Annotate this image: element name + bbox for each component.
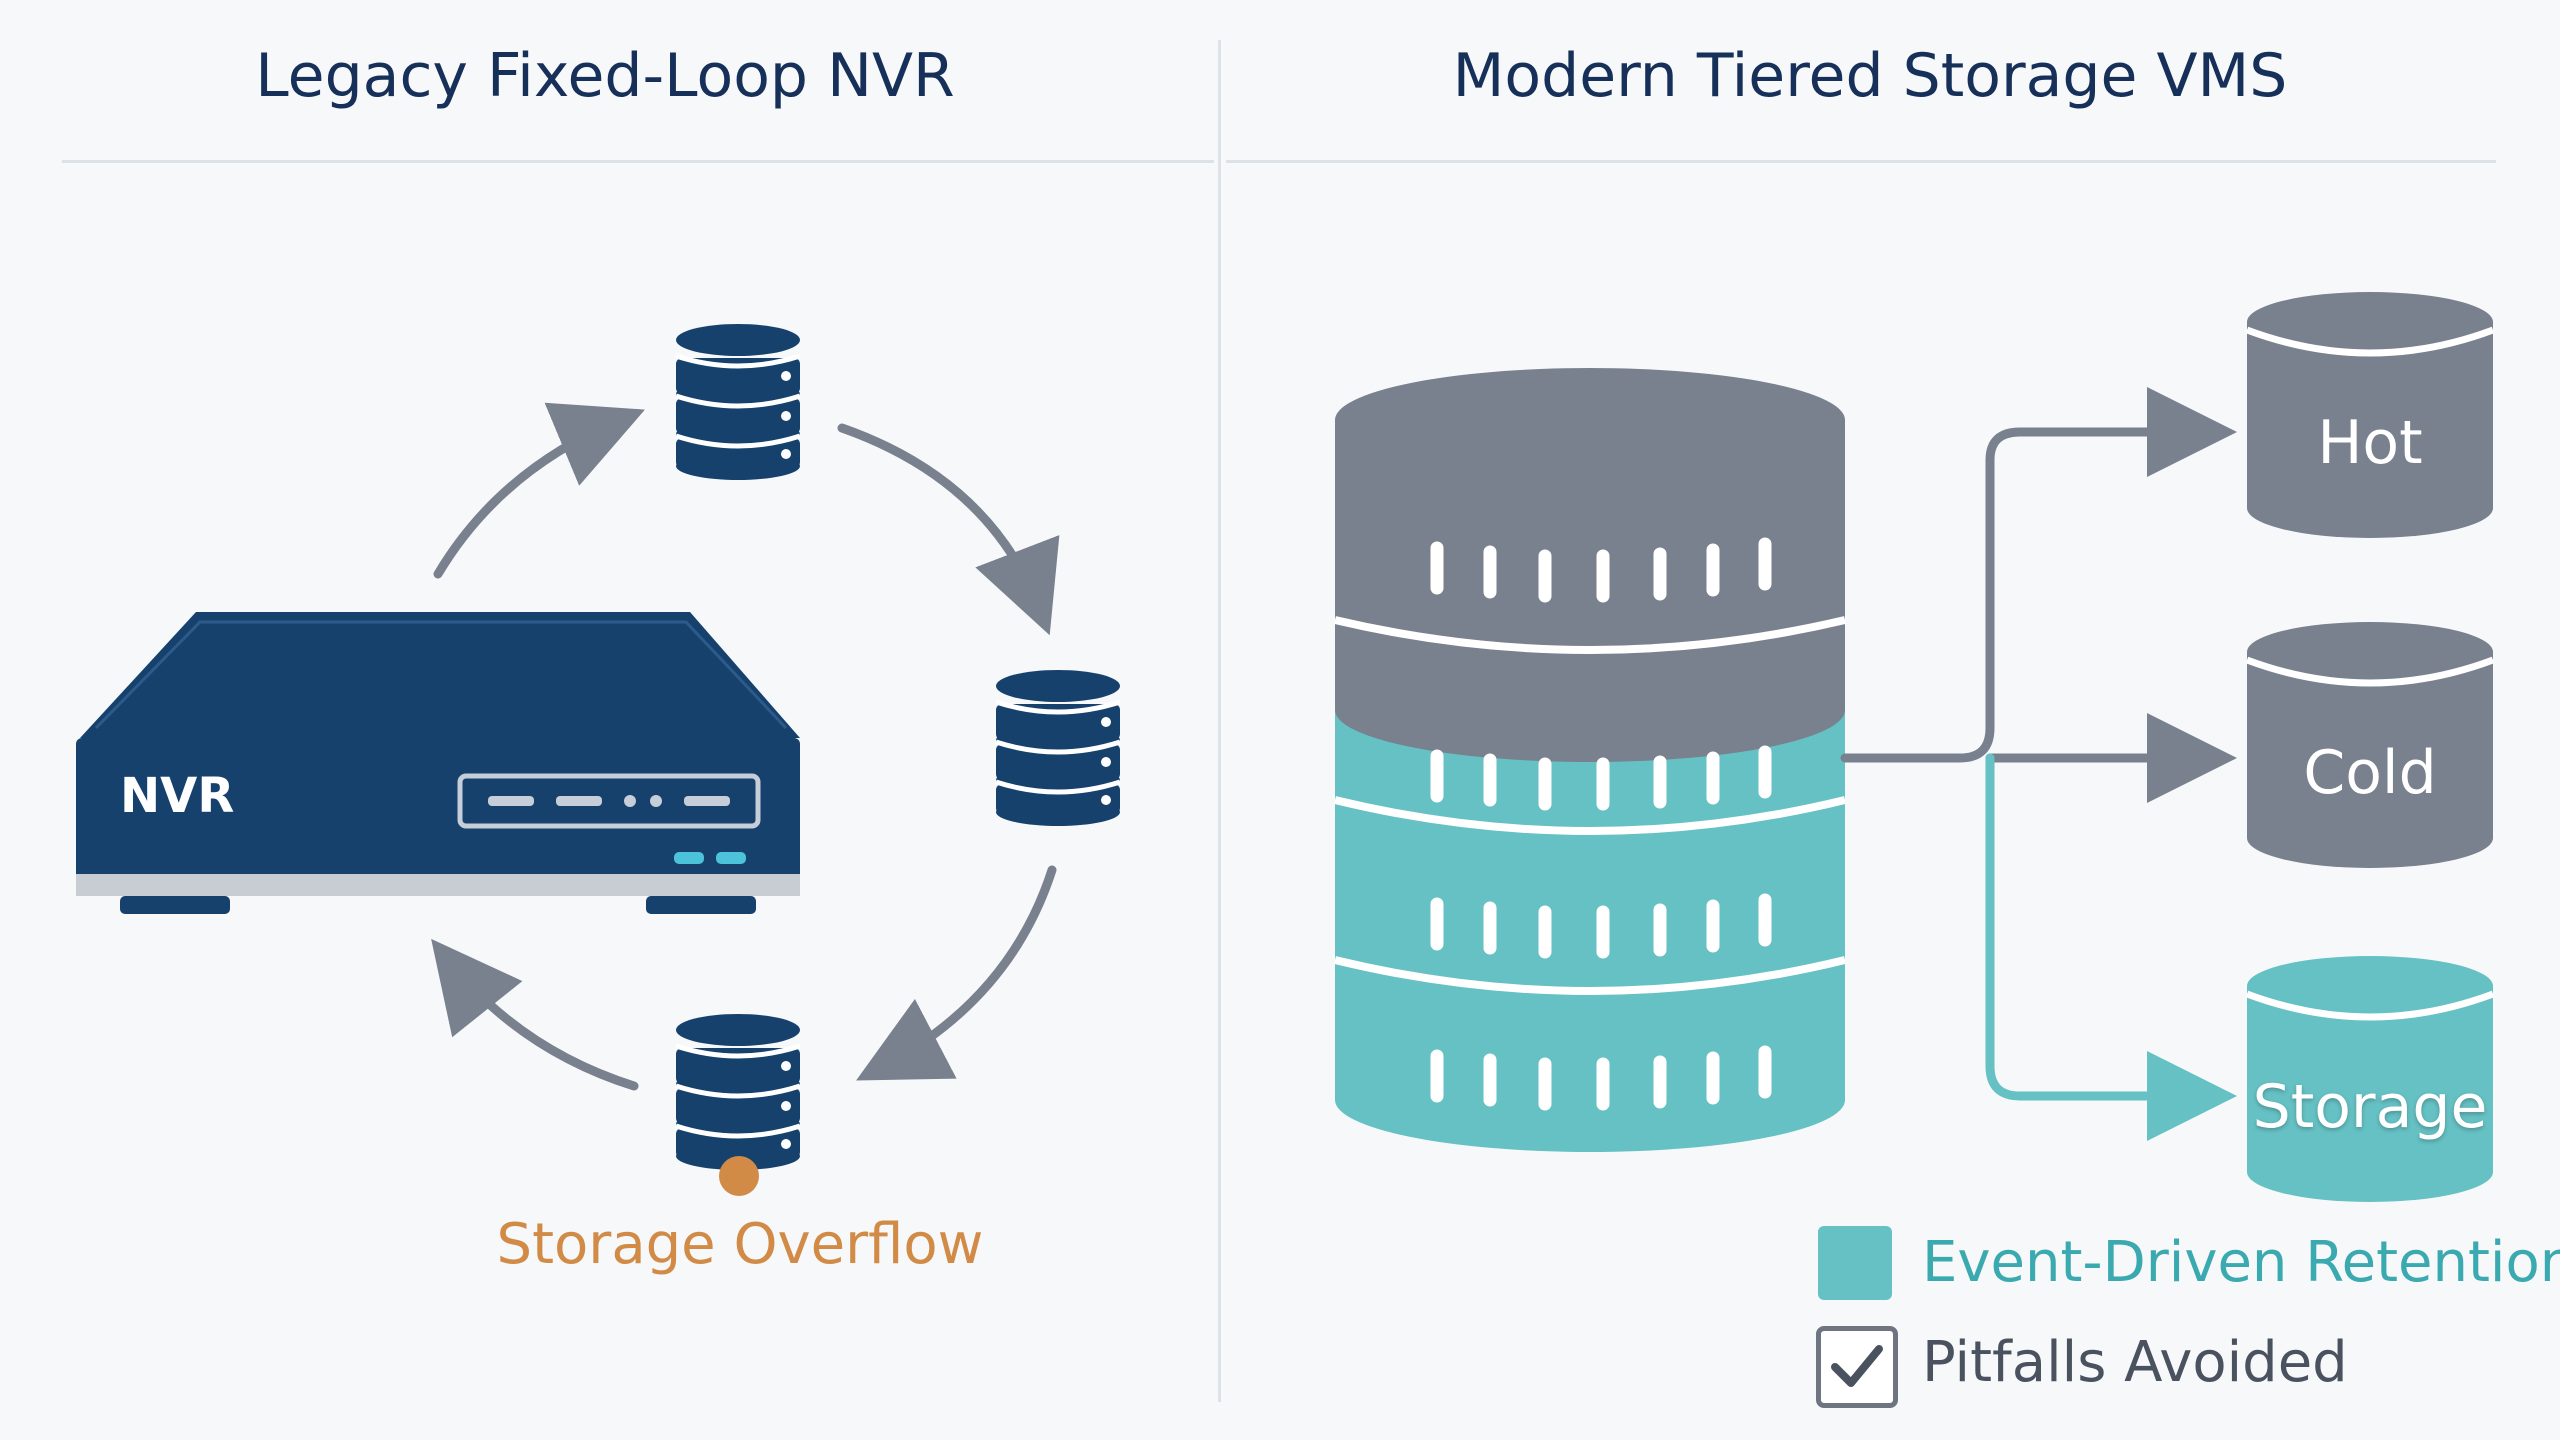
panel-divider — [1218, 40, 1221, 1402]
storage-tier-cylinder — [2245, 956, 2495, 1202]
checkbox-checked-icon — [1816, 1326, 1898, 1408]
database-icon — [676, 324, 800, 480]
left-panel-title: Legacy Fixed-Loop NVR — [255, 41, 955, 111]
storage-overflow-label: Storage Overflow — [496, 1212, 984, 1277]
hot-tier-cylinder — [2245, 292, 2495, 538]
legend-pitfalls-avoided: Pitfalls Avoided — [1922, 1330, 2348, 1395]
database-icon — [996, 670, 1120, 826]
cycle-arrow-icon — [431, 402, 1060, 1091]
event-driven-swatch — [1818, 1226, 1892, 1300]
legend-event-driven: Event-Driven Retention — [1922, 1230, 2560, 1295]
cold-tier-cylinder — [2245, 622, 2495, 868]
nvr-device-label: NVR — [120, 768, 235, 824]
nvr-device-icon — [76, 612, 800, 914]
storage-tier-label: Storage — [2252, 1072, 2488, 1142]
hot-tier-label: Hot — [2317, 408, 2423, 478]
left-title-divider — [62, 160, 1214, 163]
routing-arrows — [1840, 387, 2237, 1141]
tiered-storage-stack-icon — [1334, 368, 1846, 1152]
overflow-indicator-icon — [719, 1156, 759, 1196]
database-icon — [676, 1014, 800, 1170]
cold-tier-label: Cold — [2303, 738, 2437, 808]
right-title-divider — [1226, 160, 2496, 163]
right-panel-title: Modern Tiered Storage VMS — [1452, 41, 2288, 111]
